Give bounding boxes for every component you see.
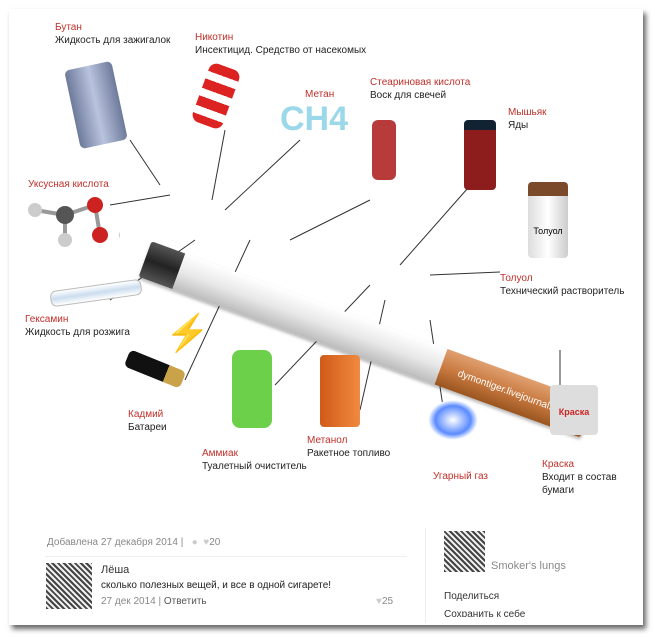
- heart-icon: ♥: [203, 537, 210, 548]
- album-thumbnail[interactable]: [444, 531, 485, 572]
- fuel-canister-icon: [320, 355, 360, 427]
- like-count: 20: [209, 537, 221, 548]
- heart-icon: ♥: [376, 596, 382, 607]
- comment-like-count: 25: [381, 596, 394, 607]
- toluene-bottle-icon: Толуол: [528, 182, 568, 258]
- cleaner-bottle-icon: [232, 350, 272, 428]
- gas-burner-icon: [428, 400, 478, 440]
- comment-date: 27 дек 2014: [101, 596, 156, 607]
- like-button[interactable]: ♥20: [203, 537, 220, 548]
- paint-can-icon: Краска: [550, 385, 598, 435]
- sidebar-divider: [425, 528, 426, 623]
- comment-meta: 27 дек 2014 | Ответить: [101, 596, 207, 607]
- comment-author[interactable]: Лёша: [101, 564, 130, 576]
- comment-icon[interactable]: ●: [191, 537, 198, 548]
- commenter-avatar[interactable]: [46, 563, 92, 609]
- molecule-icon: [28, 197, 120, 247]
- post-meta: Добавлена 27 декабря 2014 | ● ♥20: [47, 537, 220, 548]
- label-carbon-monoxide: Угарный газ: [433, 471, 488, 482]
- share-link[interactable]: Поделиться: [444, 591, 500, 602]
- comment-like-button[interactable]: ♥25: [376, 596, 393, 607]
- divider: [45, 556, 407, 557]
- methane-formula: CH4: [280, 100, 349, 138]
- candle-icon: [372, 120, 396, 180]
- lightning-icon: ⚡: [165, 312, 210, 353]
- label-acetic-acid: Уксусная кислота: [28, 179, 109, 190]
- poison-bottle-icon: [464, 120, 496, 190]
- album-name[interactable]: Smoker's lungs: [491, 560, 566, 572]
- separator: |: [180, 537, 184, 548]
- label-methane: Метан: [305, 89, 335, 100]
- save-link[interactable]: Сохранить к себе: [444, 609, 526, 617]
- added-date: Добавлена 27 декабря 2014: [47, 537, 178, 548]
- reply-link[interactable]: Ответить: [163, 596, 207, 607]
- comment-text: сколько полезных вещей, и все в одной си…: [101, 580, 332, 591]
